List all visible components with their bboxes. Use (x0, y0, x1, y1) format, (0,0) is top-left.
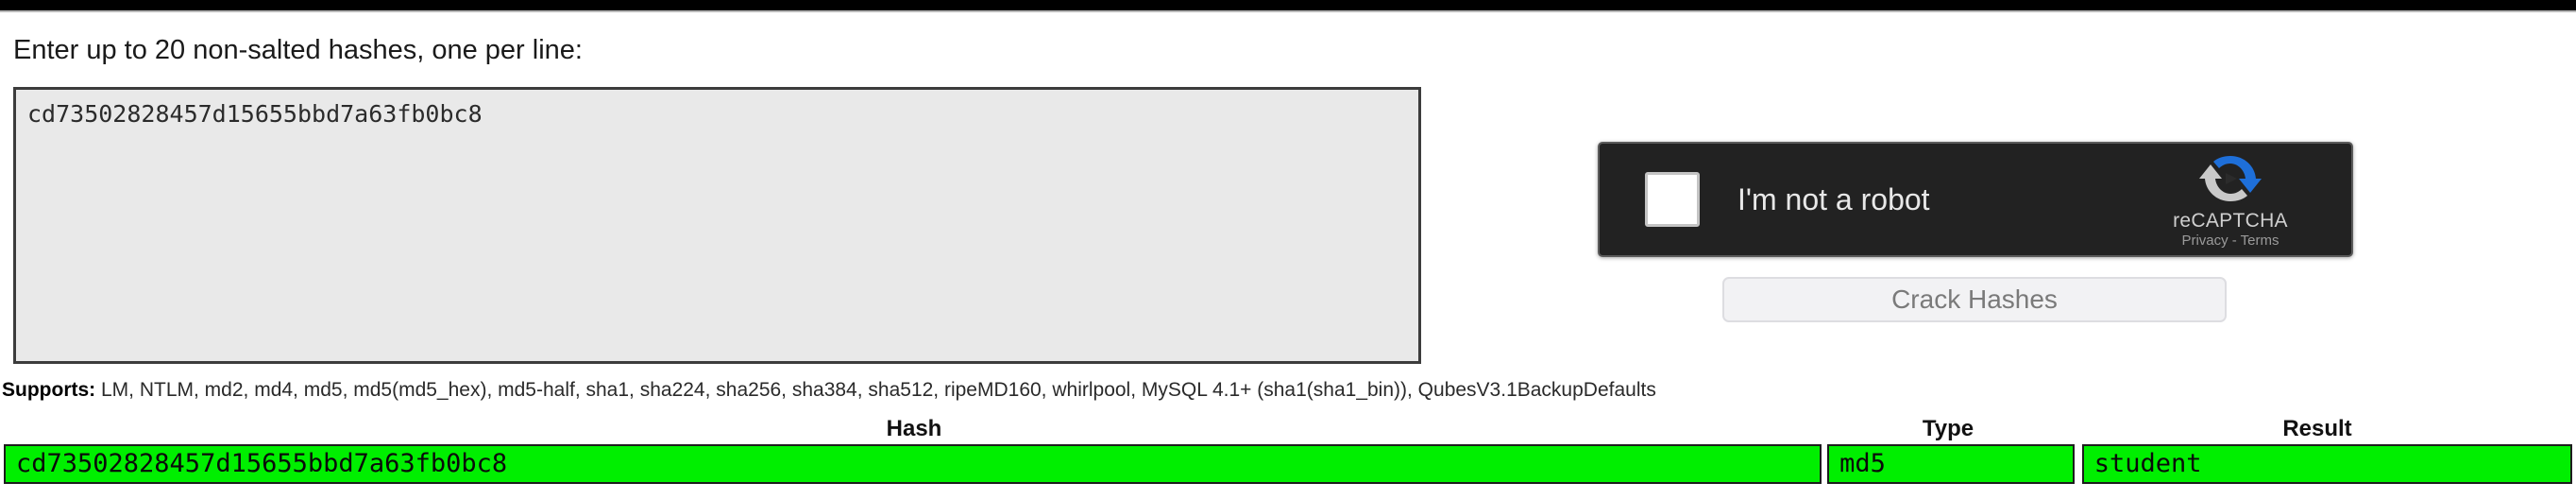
supported-algorithms-list: LM, NTLM, md2, md4, md5, md5(md5_hex), m… (101, 379, 1656, 401)
cell-result[interactable]: student (2081, 444, 2572, 484)
column-header-type: Type (1922, 416, 1974, 441)
recaptcha-widget[interactable]: I'm not a robot reCAPTCHA Privacy - Term… (1598, 142, 2353, 257)
browser-chrome-bar-edge (0, 10, 2576, 12)
supported-algorithms-note: Supports: LM, NTLM, md2, md4, md5, md5(m… (2, 378, 1656, 402)
cell-type: md5 (1827, 444, 2075, 484)
cell-hash[interactable]: cd73502828457d15655bbd7a63fb0bc8 (4, 444, 1822, 484)
results-table-header: Hash Type Result (4, 416, 2572, 442)
recaptcha-checkbox[interactable] (1645, 172, 1700, 227)
table-row: cd73502828457d15655bbd7a63fb0bc8 md5 stu… (4, 444, 2572, 484)
recaptcha-branding: reCAPTCHA Privacy - Terms (2127, 150, 2334, 249)
results-table: Hash Type Result cd73502828457d15655bbd7… (4, 416, 2572, 484)
page-title: Enter up to 20 non-salted hashes, one pe… (13, 35, 583, 65)
recaptcha-logo-icon (2199, 156, 2262, 201)
supported-algorithms-prefix: Supports: (2, 379, 96, 401)
recaptcha-label: I'm not a robot (1737, 182, 1930, 216)
recaptcha-brand-name: reCAPTCHA (2173, 210, 2288, 232)
hash-input-textarea[interactable] (13, 87, 1421, 364)
recaptcha-privacy-terms-links[interactable]: Privacy - Terms (2181, 233, 2279, 249)
browser-chrome-bar (0, 0, 2576, 10)
column-header-hash: Hash (886, 416, 942, 441)
column-header-result: Result (2282, 416, 2352, 441)
crack-hashes-button[interactable]: Crack Hashes (1722, 277, 2227, 322)
